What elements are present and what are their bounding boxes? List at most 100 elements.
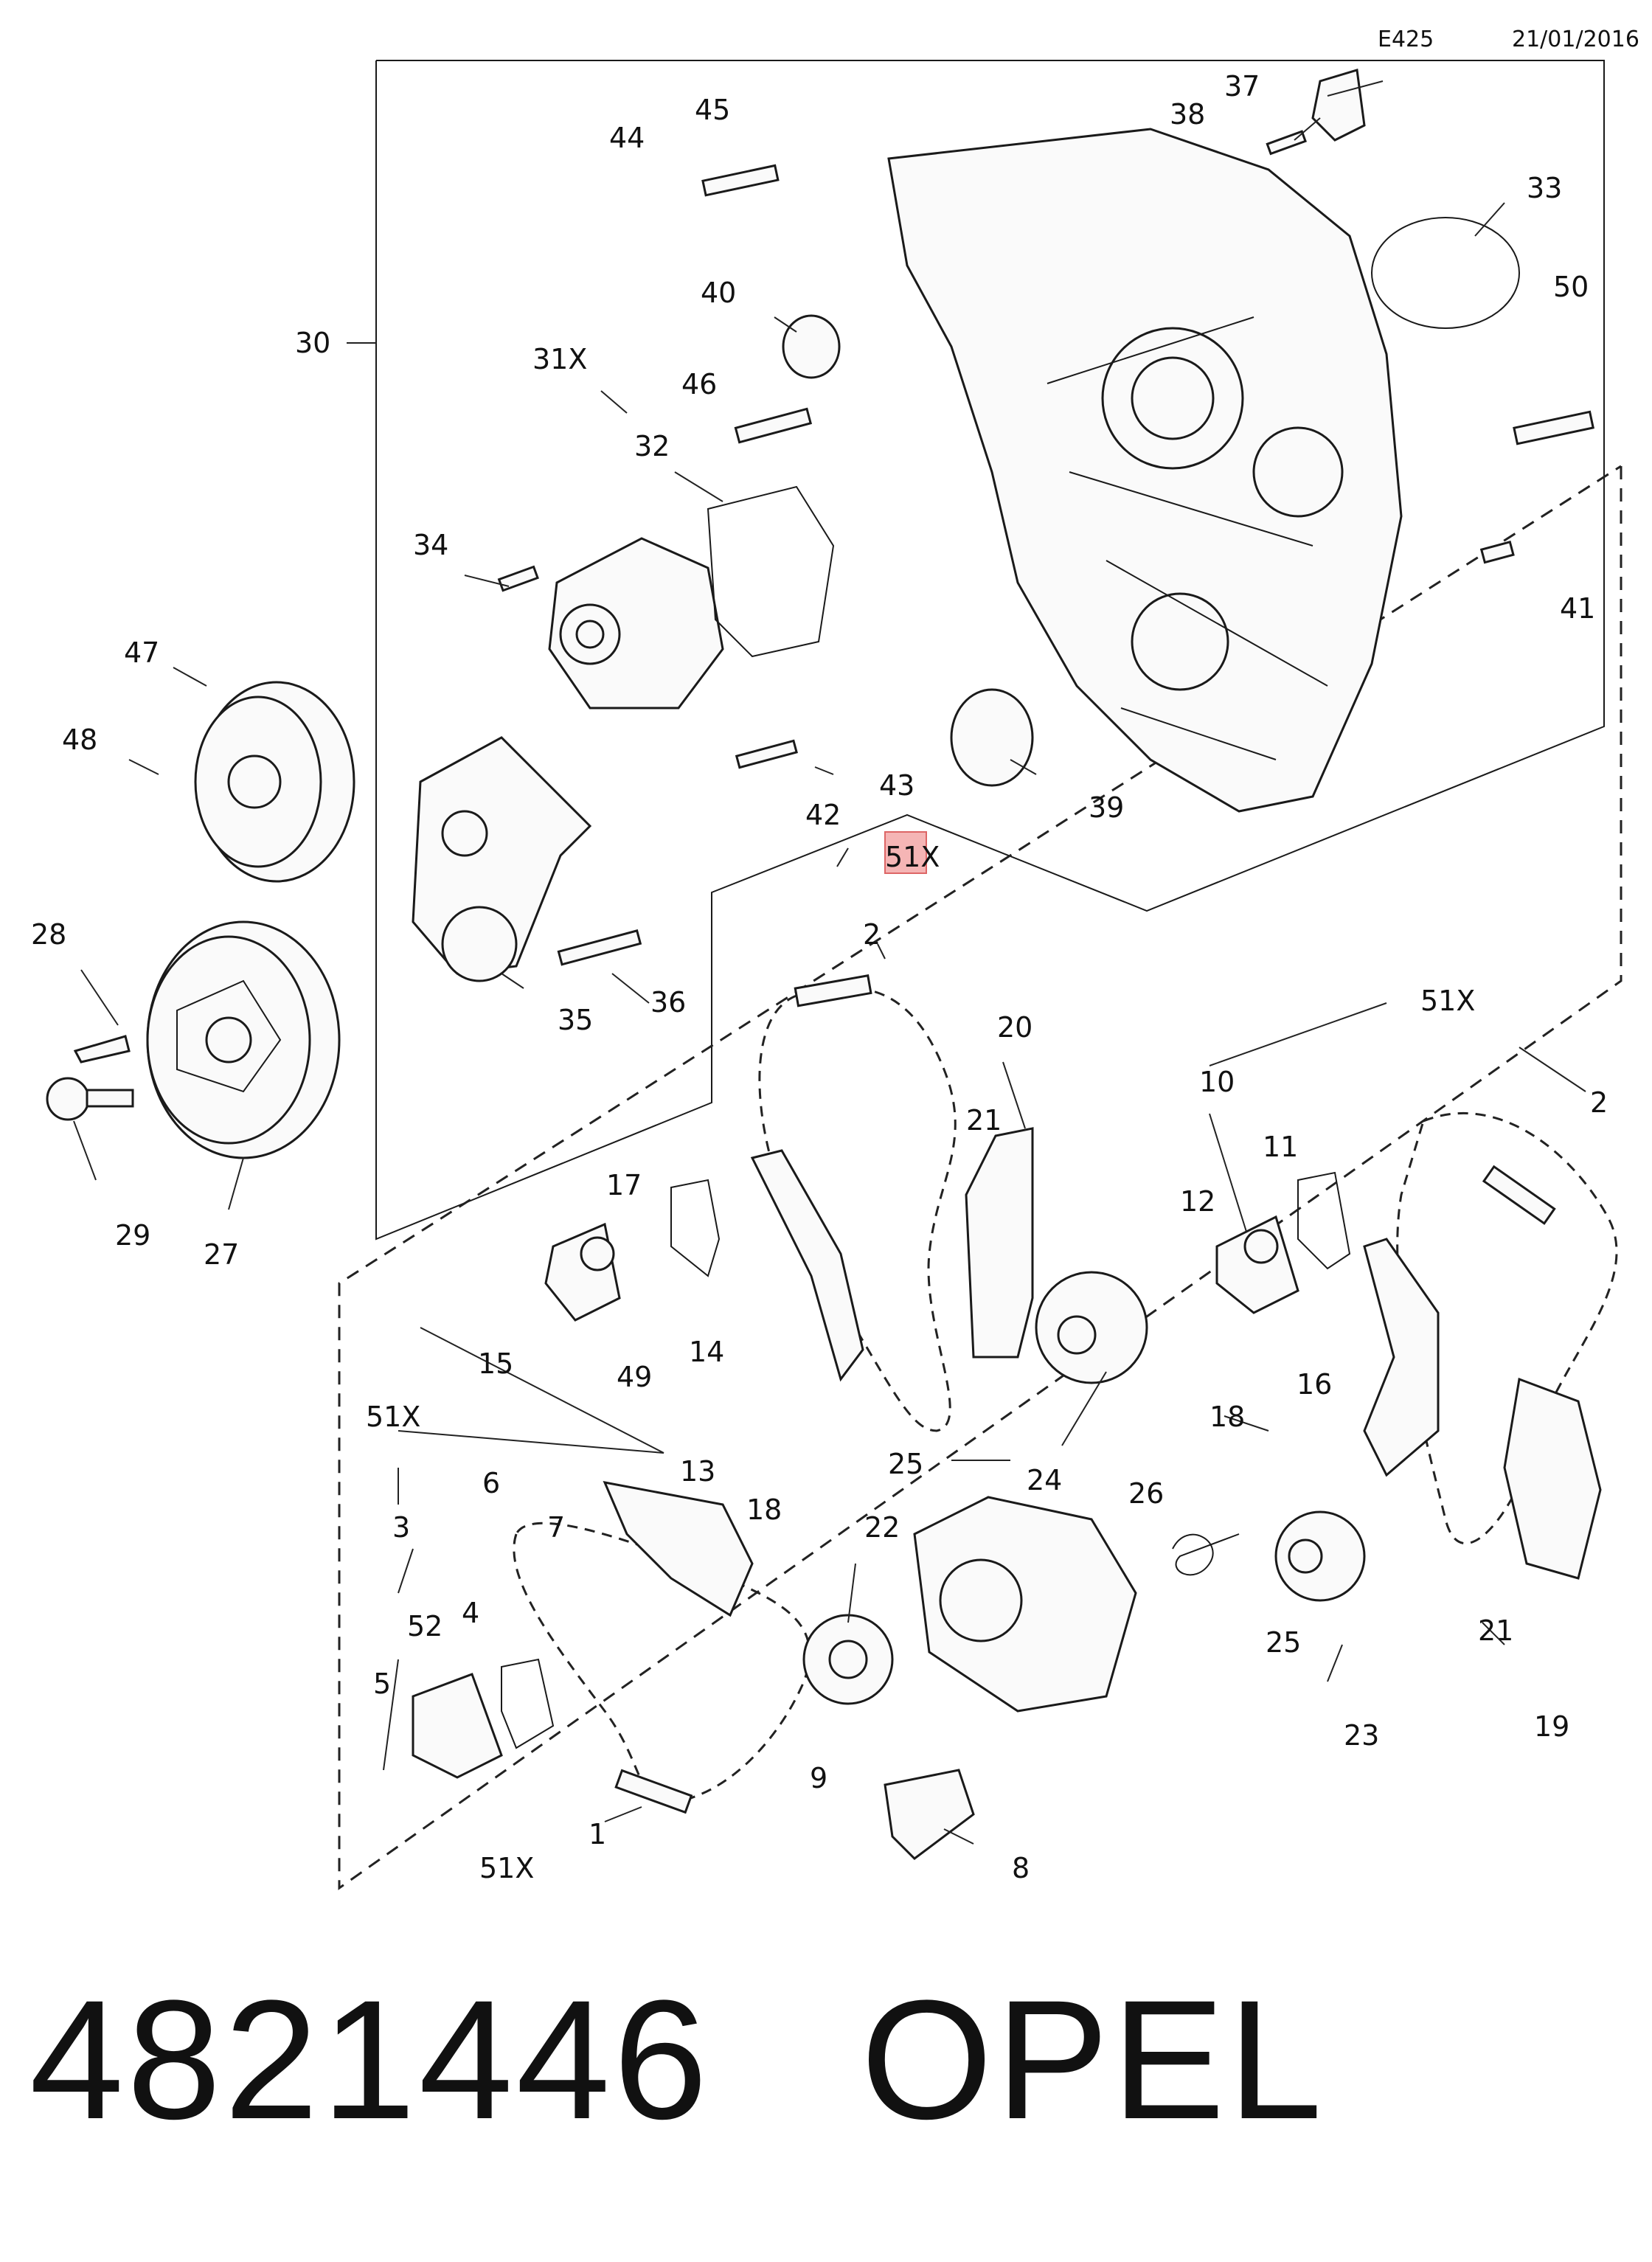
- callout-label: 27: [204, 1238, 239, 1271]
- brand-name: OPEL: [861, 1965, 1325, 2154]
- bolt: [1513, 410, 1594, 445]
- callout-label: 4: [462, 1597, 479, 1629]
- part-number: 4821446: [30, 1965, 711, 2154]
- chain-tensioner-arm: [603, 1481, 754, 1617]
- camshaft-sprocket: [1035, 1271, 1148, 1384]
- chain-tensioner-lower: [412, 1673, 503, 1779]
- bolt: [497, 565, 539, 592]
- leader-lines: [73, 80, 1586, 1845]
- callout-label: 14: [689, 1336, 724, 1368]
- callout-label: 40: [701, 277, 736, 309]
- front-cover-group-frame: [375, 60, 1605, 1241]
- callout-label: 12: [1180, 1185, 1215, 1218]
- callout-label: 47: [124, 636, 159, 669]
- balance-shaft-chain-guide: [1503, 1377, 1602, 1580]
- callout-label: 46: [681, 368, 717, 400]
- tensioner-gasket-right: [1297, 1171, 1351, 1270]
- diagram-code: E425: [1378, 27, 1434, 52]
- bolt: [734, 407, 813, 444]
- callout-label: 25: [888, 1448, 923, 1480]
- callout-label: 43: [879, 769, 914, 802]
- sensor: [1311, 69, 1366, 142]
- callout-labels: 45 44 37 38 33 50 40 30 31X 46 32 34 41 …: [31, 70, 1608, 1884]
- woodruff-key: [73, 1035, 131, 1064]
- callout-label: 38: [1170, 98, 1205, 131]
- callout-label: 36: [650, 986, 686, 1019]
- tensioner-gasket-lower: [501, 1658, 555, 1749]
- callout-label: 30: [295, 327, 330, 359]
- callout-label: 18: [746, 1493, 782, 1526]
- chain-tensioner-right: [1215, 1215, 1299, 1314]
- water-pump-pulley: [194, 681, 355, 883]
- chain-link-segment: [794, 974, 872, 1007]
- callout-label: 44: [609, 122, 645, 154]
- chain-tensioner: [544, 1222, 621, 1322]
- balance-shaft-sprocket: [1274, 1510, 1366, 1602]
- callout-label: 41: [1560, 592, 1595, 625]
- front-cover: [887, 128, 1403, 813]
- callout-label: 6: [482, 1467, 500, 1499]
- callout-label: 35: [558, 1004, 593, 1036]
- bolt: [701, 164, 780, 197]
- chain-guide-lower: [884, 1769, 975, 1860]
- callout-label: 22: [864, 1511, 900, 1544]
- callout-label: 21: [966, 1104, 1002, 1137]
- callout-label: 49: [617, 1361, 652, 1393]
- dowel-pin: [1479, 540, 1515, 564]
- tensioner-gasket: [670, 1179, 721, 1277]
- timing-group-frame: [338, 465, 1622, 1890]
- callout-label: 10: [1199, 1066, 1235, 1098]
- callout-label: 7: [547, 1511, 565, 1544]
- callout-label: 17: [606, 1169, 642, 1201]
- callout-label: 21: [1478, 1614, 1513, 1647]
- chain-guide-left: [750, 1149, 864, 1382]
- callout-label: 8: [1012, 1852, 1030, 1884]
- callout-label: 5: [373, 1668, 391, 1700]
- callout-label: 48: [62, 724, 97, 756]
- bolt: [1266, 130, 1307, 156]
- diagram-date: 21/01/2016: [1512, 27, 1639, 52]
- callout-label: 32: [634, 430, 670, 462]
- callout-label: 34: [413, 529, 448, 561]
- callout-label: 2: [1590, 1086, 1608, 1119]
- callout-label: 29: [115, 1219, 150, 1252]
- callout-label: 51X: [479, 1852, 534, 1884]
- callout-label: 23: [1344, 1719, 1379, 1752]
- highlight-label: 51X: [885, 841, 940, 873]
- callout-label: 33: [1527, 172, 1562, 204]
- bolt: [735, 739, 798, 769]
- part-number-title: 4821446 OPEL: [30, 1962, 1325, 2157]
- callout-label: 31X: [532, 343, 587, 375]
- water-pump-gasket: [707, 485, 835, 658]
- oil-pump-body: [913, 1496, 1137, 1713]
- callout-label: 13: [680, 1455, 715, 1488]
- highlight-marker: [884, 831, 927, 874]
- callout-label: 2: [863, 918, 881, 951]
- thermostat-gasket: [1371, 217, 1520, 329]
- callout-label: 25: [1266, 1626, 1301, 1659]
- chain-link-segment: [1482, 1165, 1556, 1225]
- chain-guide-right: [1363, 1238, 1440, 1477]
- callout-label: 20: [997, 1011, 1032, 1044]
- callout-label: 3: [392, 1511, 410, 1544]
- water-pump: [548, 537, 724, 710]
- callout-label: 39: [1089, 791, 1124, 824]
- crankshaft-pulley: [146, 920, 341, 1159]
- callout-label: 51X: [366, 1401, 420, 1433]
- callout-label: 1: [589, 1818, 606, 1850]
- oil-seal-small: [782, 314, 841, 379]
- callout-label: 51X: [1420, 985, 1475, 1017]
- timing-chain-lower: [513, 1522, 811, 1804]
- chain-guide-center: [965, 1127, 1034, 1359]
- callout-label: 26: [1128, 1477, 1164, 1510]
- callout-label: 28: [31, 918, 66, 951]
- callout-label: 37: [1224, 70, 1260, 103]
- crankshaft-bolt: [46, 1077, 134, 1121]
- bolt: [557, 929, 642, 966]
- callout-label: 42: [805, 799, 841, 831]
- retaining-clip: [1172, 1533, 1240, 1576]
- callout-label: 18: [1210, 1401, 1245, 1433]
- callout-label: 11: [1263, 1131, 1298, 1163]
- crank-seal: [950, 688, 1034, 787]
- callout-label: 24: [1027, 1464, 1062, 1496]
